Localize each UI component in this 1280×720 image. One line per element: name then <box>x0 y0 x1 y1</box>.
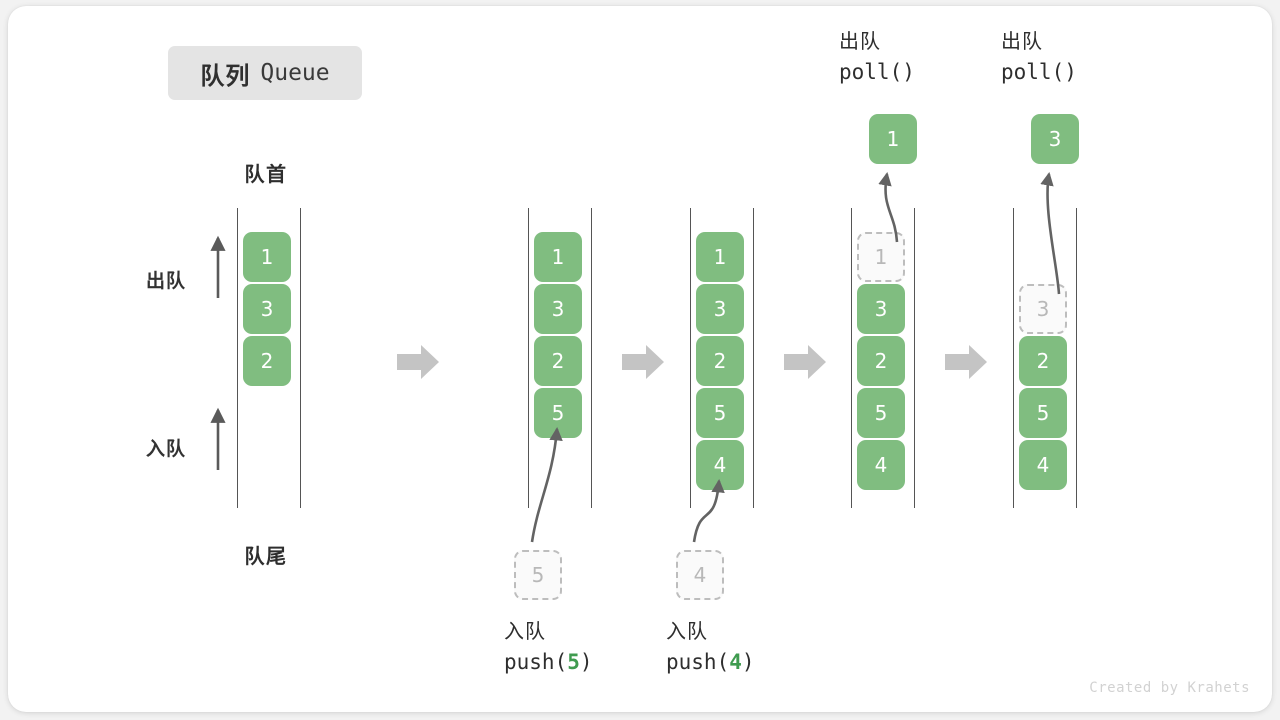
incoming-ghost-cell: 5 <box>514 550 562 600</box>
enqueue-caption-cn: 入队 <box>666 621 708 643</box>
dequeue-caption-code: poll() <box>839 60 915 84</box>
queue-cell: 3 <box>534 284 582 334</box>
queue-cell: 5 <box>696 388 744 438</box>
queue-cell: 3 <box>696 284 744 334</box>
queue-ghost-cell: 1 <box>857 232 905 282</box>
queue-cell: 4 <box>1019 440 1067 490</box>
dequeue-caption: 出队 poll() <box>767 28 997 87</box>
popped-cell: 1 <box>869 114 917 164</box>
queue-rail-right <box>914 208 915 508</box>
enqueue-caption-code: push(5) <box>504 650 593 674</box>
queue-cell: 2 <box>534 336 582 386</box>
queue-rail-left <box>237 208 238 508</box>
queue-cell: 2 <box>857 336 905 386</box>
queue-cell: 2 <box>1019 336 1067 386</box>
title-en: Queue <box>260 60 330 86</box>
queue-rail-right <box>753 208 754 508</box>
dequeue-direction-label: 出队 <box>146 271 187 292</box>
queue-rail-left <box>1013 208 1014 508</box>
queue-cell: 4 <box>696 440 744 490</box>
queue-cell: 3 <box>857 284 905 334</box>
dequeue-caption-code: poll() <box>1001 60 1077 84</box>
queue-cell: 2 <box>243 336 291 386</box>
queue-ghost-cell: 3 <box>1019 284 1067 334</box>
dequeue-caption-cn: 出队 <box>839 31 881 53</box>
popped-cell: 3 <box>1031 114 1079 164</box>
caption-argument: 4 <box>729 650 742 674</box>
queue-cell: 1 <box>534 232 582 282</box>
title-cn: 队列 <box>200 62 251 90</box>
queue-rail-right <box>591 208 592 508</box>
dequeue-caption: 出队 poll() <box>929 28 1159 87</box>
dequeue-caption-cn: 出队 <box>1001 31 1043 53</box>
queue-cell: 4 <box>857 440 905 490</box>
queue-rail-left <box>528 208 529 508</box>
queue-head-label: 队首 <box>244 164 288 186</box>
incoming-ghost-cell: 4 <box>676 550 724 600</box>
diagram-card <box>8 6 1272 712</box>
enqueue-caption: 入队 push(5) <box>444 618 674 677</box>
queue-rail-right <box>1076 208 1077 508</box>
enqueue-caption: 入队 push(4) <box>606 618 836 677</box>
title-badge: 队列 Queue <box>168 46 362 100</box>
queue-rail-right <box>300 208 301 508</box>
queue-rail-left <box>851 208 852 508</box>
queue-tail-label: 队尾 <box>244 546 288 568</box>
queue-cell: 1 <box>696 232 744 282</box>
queue-rail-left <box>690 208 691 508</box>
queue-cell: 5 <box>857 388 905 438</box>
enqueue-direction-label: 入队 <box>146 439 187 460</box>
queue-cell: 5 <box>534 388 582 438</box>
watermark: Created by Krahets <box>1089 680 1250 696</box>
queue-cell: 2 <box>696 336 744 386</box>
queue-cell: 3 <box>243 284 291 334</box>
enqueue-caption-cn: 入队 <box>504 621 546 643</box>
caption-argument: 5 <box>567 650 580 674</box>
enqueue-caption-code: push(4) <box>666 650 755 674</box>
queue-cell: 5 <box>1019 388 1067 438</box>
queue-cell: 1 <box>243 232 291 282</box>
